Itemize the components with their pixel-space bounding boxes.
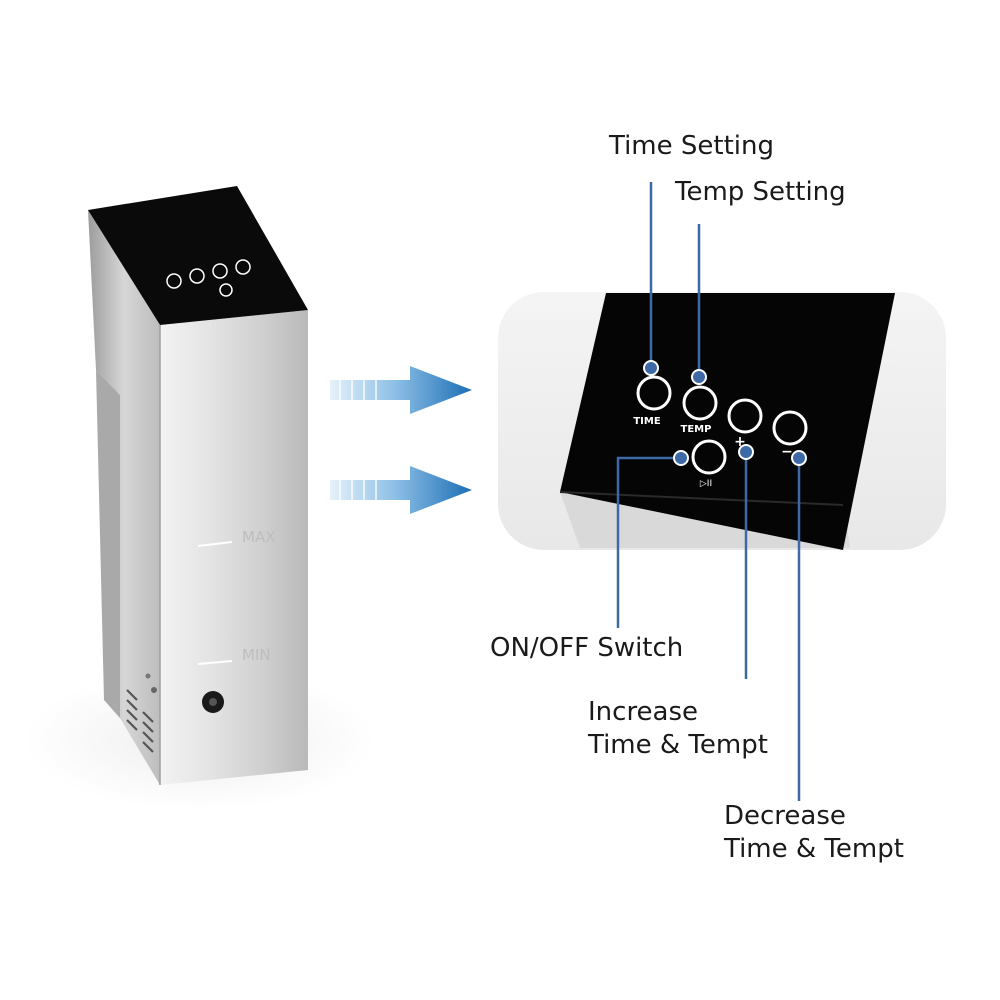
time-button[interactable] [636, 375, 672, 411]
decrease-label-line-1: Decrease [724, 801, 846, 831]
temp-button-label: TEMP [681, 424, 712, 435]
play-pause-button[interactable] [691, 439, 727, 475]
device-mini-buttons [166, 259, 251, 297]
increase-label-line-2: Time & Tempt [588, 730, 768, 760]
play-pause-button-label: ▷II [700, 479, 712, 489]
onoff-dot [673, 450, 689, 466]
leader-lines [616, 182, 801, 801]
zoom-panel: TIME TEMP + − ▷II [498, 292, 946, 550]
max-line [197, 541, 233, 547]
side-screw [151, 687, 157, 693]
plus-button[interactable] [727, 398, 763, 434]
onoff-leader [616, 456, 681, 628]
temp-setting-label: Temp Setting [675, 177, 846, 207]
leader-dots [643, 360, 807, 466]
time-dot [643, 360, 659, 376]
device-front-panel [160, 310, 308, 785]
minus-button[interactable] [772, 410, 808, 446]
increase-label-line-1: Increase [588, 697, 699, 727]
temp-dot [691, 369, 707, 385]
max-label: MAX [242, 528, 275, 546]
temp-button[interactable] [682, 385, 718, 421]
decrease-dot [791, 450, 807, 466]
zoom-arrow-bottom [330, 466, 472, 514]
min-line [197, 660, 233, 665]
min-label: MIN [242, 646, 271, 664]
plus-button-label: + [734, 434, 746, 450]
zoom-control-surface [560, 293, 895, 550]
decrease-label-line-2: Time & Tempt [724, 834, 904, 864]
increase-dot [738, 444, 754, 460]
side-vents [126, 689, 154, 753]
on-off-switch-label: ON/OFF Switch [490, 633, 684, 663]
minus-button-label: − [781, 444, 793, 460]
zoom-arrow-top [330, 366, 472, 414]
time-setting-label: Time Setting [609, 131, 774, 161]
device-side-panel [88, 210, 160, 785]
time-button-label: TIME [633, 416, 660, 427]
decrease-label: Decrease Time & Tempt [724, 800, 904, 866]
device-control-head [88, 186, 308, 325]
device: MAX MIN [25, 186, 375, 810]
increase-label: Increase Time & Tempt [588, 696, 768, 762]
